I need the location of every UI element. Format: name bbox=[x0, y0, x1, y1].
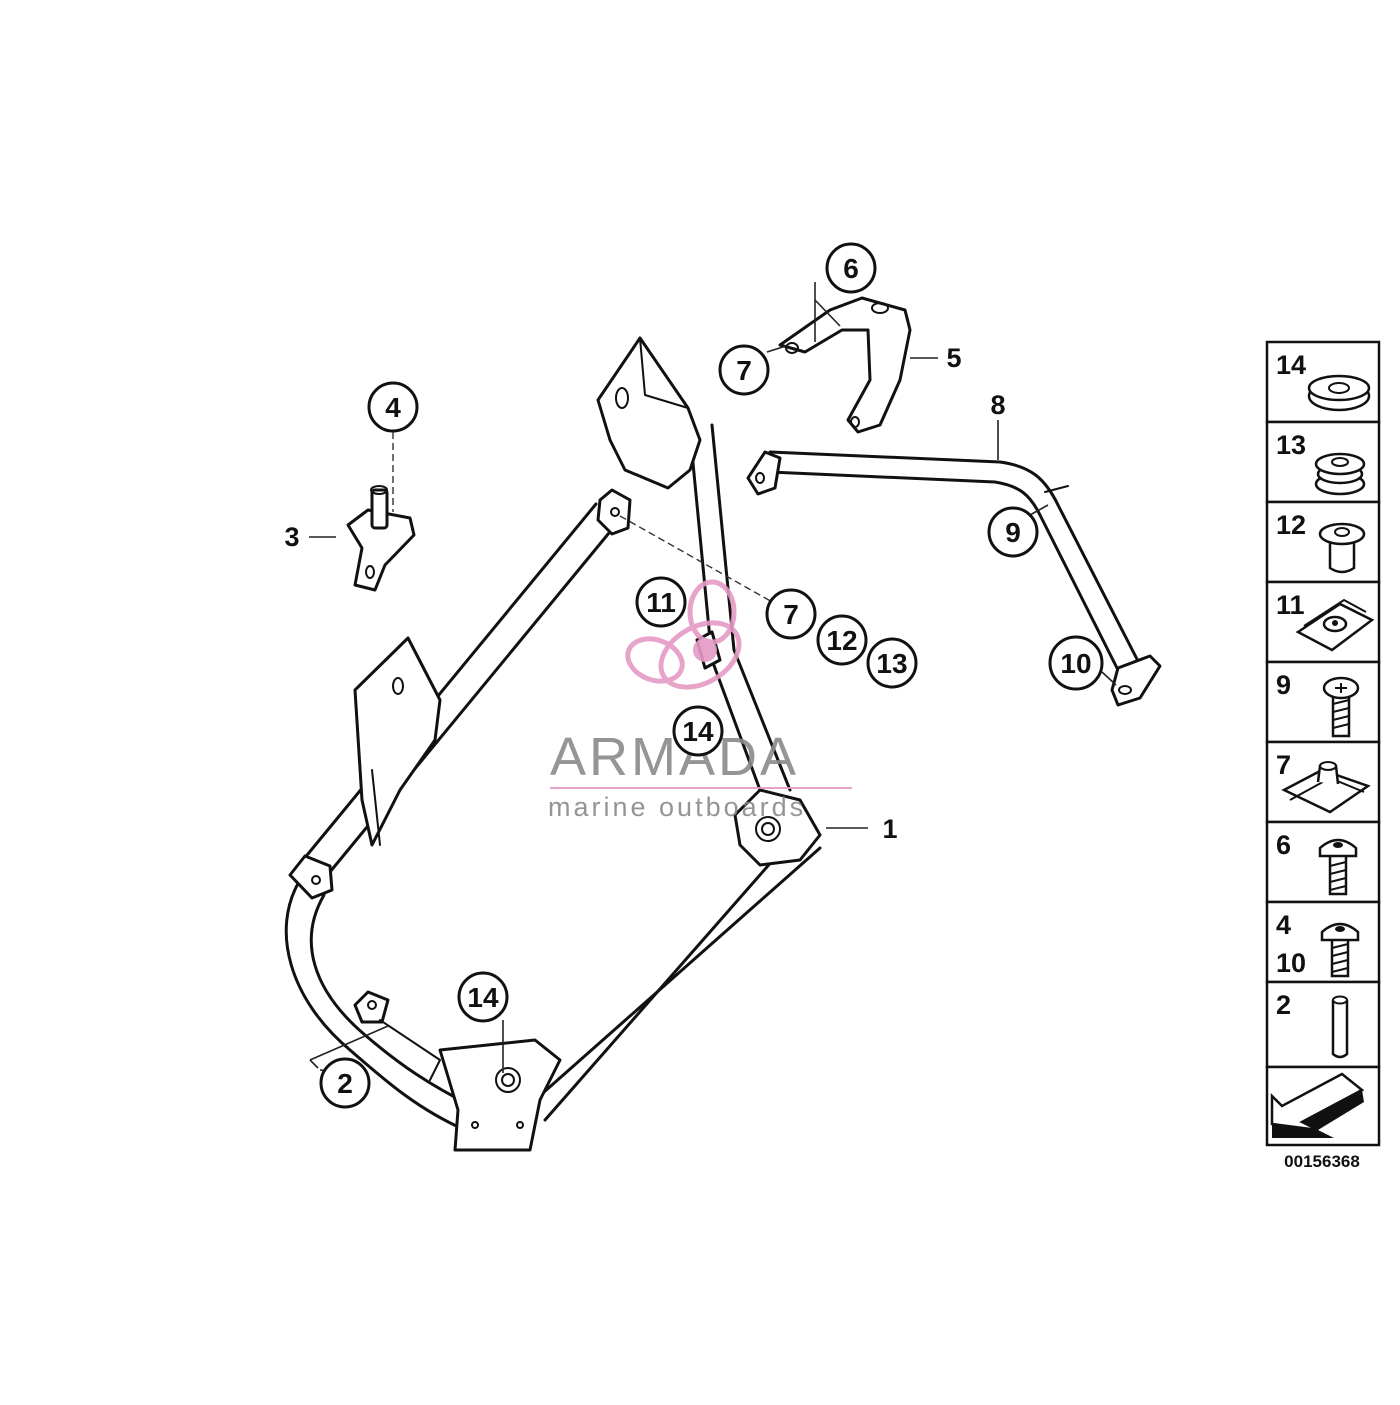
callout-4-label: 4 bbox=[385, 392, 401, 423]
callout-2[interactable]: 2 bbox=[319, 1057, 371, 1109]
callout-7-top-label: 7 bbox=[736, 355, 752, 386]
speed-nut-icon bbox=[1281, 761, 1371, 814]
callout-5-label[interactable]: 5 bbox=[946, 343, 961, 373]
bushing-icon bbox=[1318, 522, 1366, 574]
svg-text:13: 13 bbox=[1276, 430, 1306, 460]
callout-1-label[interactable]: 1 bbox=[882, 814, 897, 844]
callout-8-label[interactable]: 8 bbox=[990, 390, 1005, 420]
main-frame-part bbox=[284, 336, 822, 1152]
callout-9-label: 9 bbox=[1005, 517, 1021, 548]
screw-icon bbox=[1322, 676, 1360, 738]
diagram-id: 00156368 bbox=[1284, 1152, 1360, 1171]
callout-7-top[interactable]: 7 bbox=[718, 344, 770, 396]
callout-13-label: 13 bbox=[876, 648, 907, 679]
propeller-logo-icon bbox=[625, 579, 742, 690]
pin-bracket-part bbox=[346, 485, 416, 592]
callout-9[interactable]: 9 bbox=[987, 506, 1039, 558]
callout-7-mid-label: 7 bbox=[783, 599, 799, 630]
legend-item-6[interactable]: 6 bbox=[1265, 820, 1381, 904]
callout-14-mid[interactable]: 14 bbox=[672, 705, 724, 757]
callout-11[interactable]: 11 bbox=[635, 576, 687, 628]
legend-arrow-cell bbox=[1265, 1065, 1381, 1147]
bolt-icon bbox=[1320, 922, 1360, 978]
callout-7-mid[interactable]: 7 bbox=[765, 588, 817, 640]
watermark-tagline: marine outboards bbox=[548, 792, 806, 822]
direction-arrow-icon bbox=[1270, 1072, 1365, 1138]
leader-lines bbox=[309, 282, 1117, 1073]
washer-icon bbox=[1307, 374, 1371, 412]
callout-4[interactable]: 4 bbox=[367, 381, 419, 433]
svg-text:14: 14 bbox=[1276, 350, 1306, 380]
callout-6[interactable]: 6 bbox=[825, 242, 877, 294]
rod-part bbox=[746, 450, 1162, 707]
svg-text:9: 9 bbox=[1276, 670, 1291, 700]
svg-text:4: 4 bbox=[1276, 910, 1291, 940]
callout-10[interactable]: 10 bbox=[1048, 635, 1104, 691]
upper-bracket-part bbox=[778, 296, 912, 434]
watermark-brand: ARMADA bbox=[550, 727, 799, 787]
callout-14-mid-label: 14 bbox=[682, 716, 714, 747]
legend-item-4-10[interactable]: 4 10 bbox=[1265, 900, 1381, 984]
parts-legend: 14 13 12 bbox=[1265, 340, 1381, 1171]
legend-item-2[interactable]: 2 bbox=[1265, 980, 1381, 1069]
svg-text:11: 11 bbox=[1276, 590, 1305, 620]
legend-item-9[interactable]: 9 bbox=[1265, 660, 1381, 744]
svg-text:6: 6 bbox=[1276, 830, 1291, 860]
pin-icon bbox=[1331, 995, 1349, 1059]
svg-text:2: 2 bbox=[1276, 990, 1291, 1020]
callout-10-label: 10 bbox=[1060, 648, 1091, 679]
grommet-icon bbox=[1314, 452, 1366, 496]
legend-item-7[interactable]: 7 bbox=[1265, 740, 1381, 824]
svg-text:10: 10 bbox=[1276, 948, 1306, 978]
svg-text:7: 7 bbox=[1276, 750, 1291, 780]
legend-item-13[interactable]: 13 bbox=[1265, 420, 1381, 504]
legend-item-14[interactable]: 14 bbox=[1265, 340, 1381, 424]
callout-14-bottom[interactable]: 14 bbox=[457, 971, 509, 1023]
callout-13[interactable]: 13 bbox=[866, 637, 918, 689]
callout-2-label: 2 bbox=[337, 1068, 353, 1099]
callout-12-label: 12 bbox=[826, 625, 857, 656]
brand-watermark: ARMADA marine outboards bbox=[548, 579, 852, 822]
callouts: 4 6 7 9 10 11 7 12 bbox=[284, 242, 1104, 1109]
callout-6-label: 6 bbox=[843, 253, 859, 284]
callout-14-bottom-label: 14 bbox=[467, 982, 499, 1013]
legend-item-11[interactable]: 11 bbox=[1265, 580, 1381, 664]
svg-text:12: 12 bbox=[1276, 510, 1306, 540]
legend-item-12[interactable]: 12 bbox=[1265, 500, 1381, 584]
callout-12[interactable]: 12 bbox=[816, 614, 868, 666]
callout-11-label: 11 bbox=[646, 587, 676, 618]
clip-nut-icon bbox=[1295, 598, 1375, 652]
callout-3-label[interactable]: 3 bbox=[284, 522, 299, 552]
bolt-icon bbox=[1318, 838, 1358, 896]
